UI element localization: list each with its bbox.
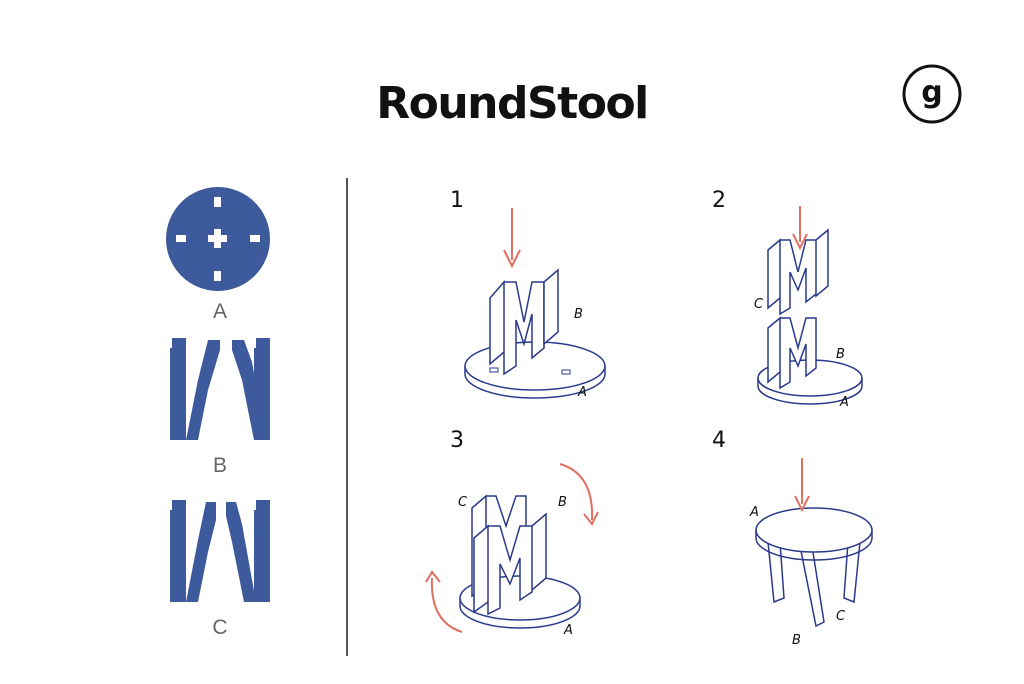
page-title: RoundStool: [376, 78, 649, 129]
svg-text:A: A: [839, 395, 849, 408]
svg-text:B: B: [792, 633, 801, 648]
svg-text:C: C: [458, 495, 468, 510]
svg-text:C: C: [754, 297, 764, 312]
section-divider: [346, 178, 348, 656]
assembly-steps: 1 B A 2 C B A 3 C B A 4: [420, 180, 980, 660]
step-2-number: 2: [712, 188, 726, 213]
svg-text:B: B: [558, 495, 567, 510]
part-a-label: A: [212, 300, 227, 323]
svg-text:A: A: [563, 623, 573, 638]
svg-text:A: A: [749, 505, 759, 520]
step-2-illustration: C B A: [754, 206, 863, 408]
part-b-leg: [170, 338, 270, 440]
svg-text:C: C: [836, 609, 846, 624]
step-4-illustration: A B C: [749, 458, 873, 648]
part-c-label: C: [212, 616, 228, 639]
parts-list: A B C: [150, 178, 290, 648]
step-3-number: 3: [450, 428, 464, 453]
part-c-leg: [170, 500, 270, 602]
step-1-illustration: B A: [464, 208, 606, 400]
svg-text:B: B: [836, 347, 845, 362]
part-a-disc: [166, 187, 270, 291]
svg-text:g: g: [921, 75, 942, 110]
step-4-number: 4: [712, 428, 726, 453]
svg-text:A: A: [577, 385, 587, 400]
step-1-number: 1: [450, 188, 464, 213]
logo-icon: g: [902, 64, 962, 124]
step-3-illustration: C B A: [425, 463, 599, 638]
svg-text:B: B: [574, 307, 583, 322]
part-b-label: B: [212, 454, 227, 477]
